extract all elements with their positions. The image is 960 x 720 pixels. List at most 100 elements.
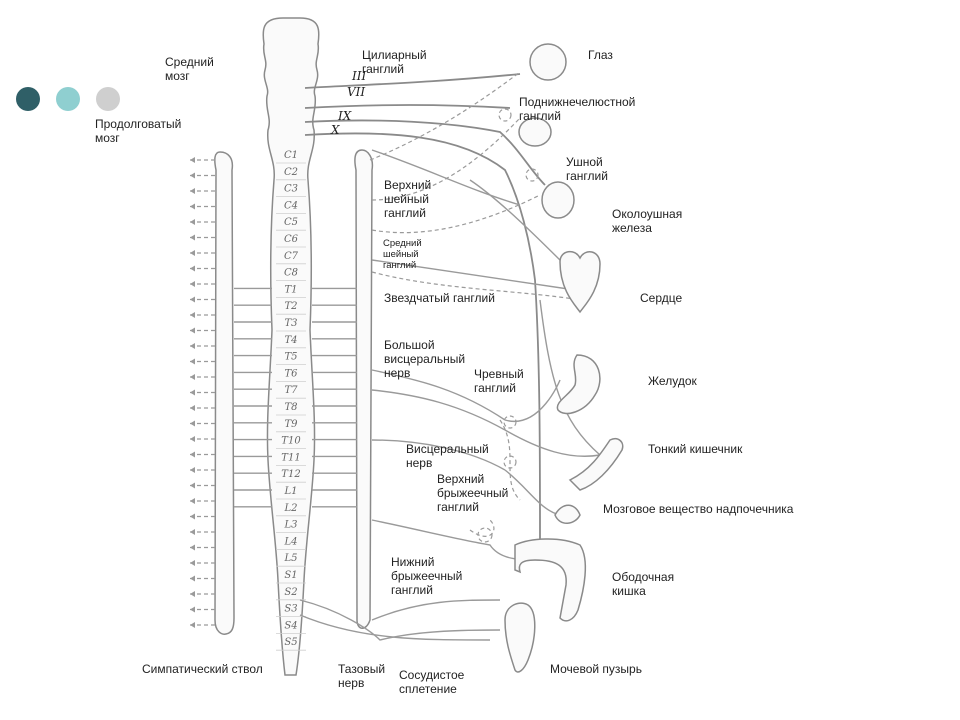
arrowhead-icon [190,281,195,287]
arrowhead-icon [190,575,195,582]
arrowhead-icon [190,622,195,628]
segment-label-t5: T5 [284,352,297,363]
label-middle-cervical-ganglion: Средний шейный ганглий [383,238,422,271]
nav-dot-1 [16,87,40,111]
label-sympathetic-trunk: Симпатический ствол [142,662,263,676]
arrowhead-icon [190,296,195,303]
segment-label-c1: C1 [284,150,298,161]
segment-label-t11: T11 [281,452,300,463]
label-ciliary-ganglion: Цилиарный ганглий [362,48,427,76]
arrowhead-icon [190,606,195,613]
segment-label-t10: T10 [281,436,301,447]
segment-label-s5: S5 [284,637,297,648]
label-bladder: Мочевой пузырь [550,662,642,676]
arrowhead-icon [190,529,195,535]
arrowhead-icon [190,513,195,520]
segment-label-s3: S3 [284,604,297,615]
nav-dot-3 [96,87,120,111]
arrowhead-icon [190,374,195,380]
arrowhead-icon [190,188,195,194]
adrenal-organ [554,504,581,524]
arrowhead-icon [190,327,195,334]
arrowhead-icon [190,451,195,458]
cranial-nerve-ix: IX [337,109,352,123]
cranial-nerve-iii: III [351,69,366,83]
segment-label-t9: T9 [284,419,298,430]
label-midbrain: Средний мозг [165,55,214,83]
cranial-nerve-vii: VII [347,85,365,99]
segment-label-l3: L3 [283,520,297,531]
segment-label-l4: L4 [283,536,297,547]
arrowhead-icon [190,467,195,473]
segment-label-t7: T7 [284,385,298,396]
rami-lines [234,287,357,508]
heart-organ [559,250,601,314]
left-output-arrows [190,157,215,628]
segment-label-l2: L2 [283,503,297,514]
segment-label-c8: C8 [284,268,298,279]
nerve-line-x [304,132,541,541]
label-splanchnic-nerve: Висцеральный нерв [406,442,489,470]
left-sympathetic-chain [214,151,235,635]
arrowhead-icon [190,560,195,566]
segment-label-t2: T2 [284,301,297,312]
label-stomach: Желудок [648,374,697,388]
nerve-line-iii [304,73,521,89]
segment-label-c7: C7 [284,251,299,262]
label-superior-cervical-ganglion: Верхний шейный ганглий [384,178,432,220]
segment-label-l5: L5 [283,553,297,564]
small-intestine-organ [568,438,624,491]
label-colon: Ободочная кишка [612,570,675,598]
spinal-cord [262,17,320,676]
arrowhead-icon [190,234,195,241]
segment-labels: C1C2C3C4C5C6C7C8T1T2T3T4T5T6T7T8T9T10T11… [276,150,306,651]
segment-label-l1: L1 [283,486,297,497]
label-inferior-mesenteric-ganglion: Нижний брыжеечный ганглий [391,555,463,597]
arrowhead-icon [190,358,195,365]
arrowhead-icon [190,343,195,349]
arrowhead-icon [190,250,195,256]
label-submandibular-ganglion: Поднижнечелюстной ганглий [519,95,636,123]
segment-label-s1: S1 [284,570,297,581]
eye-organ [529,43,567,81]
bladder-organ [504,602,536,673]
arrowhead-icon [190,420,195,427]
segment-label-c3: C3 [284,184,298,195]
label-stellate-ganglion: Звездчатый ганглий [384,291,495,305]
label-pelvic-nerve: Тазовый нерв [338,662,386,690]
segment-label-c2: C2 [284,167,298,178]
right-sympathetic-chain [354,149,374,629]
label-eye: Глаз [588,48,613,62]
nerve-line-ix [304,119,546,186]
label-vascular-plexus: Сосудистое сплетение [399,668,465,696]
label-adrenal-medulla: Мозговое вещество надпочечника [603,502,794,516]
arrowhead-icon [190,482,195,489]
segment-label-t3: T3 [284,318,297,329]
stomach-organ [556,354,601,415]
segment-label-c5: C5 [284,217,298,228]
arrowhead-icon [190,436,195,442]
cranial-nerve-x: X [330,123,340,137]
label-heart: Сердце [640,291,683,305]
nav-dot-2 [56,87,80,111]
segment-label-s4: S4 [284,620,297,631]
arrowhead-icon [190,544,195,551]
segment-label-c4: C4 [284,200,298,211]
arrowhead-icon [190,591,195,597]
arrowhead-icon [190,265,195,272]
label-parotid-gland: Околоушная железа [612,207,683,235]
arrowhead-icon [190,219,195,225]
label-otic-ganglion: Ушной ганглий [566,155,608,183]
arrowhead-icon [190,405,195,411]
segment-label-c6: C6 [284,234,299,245]
arrowhead-icon [190,312,195,318]
segment-label-s2: S2 [284,587,297,598]
label-greater-splanchnic-nerve: Большой висцеральный нерв [384,338,466,380]
segment-label-t8: T8 [284,402,297,413]
segment-label-t12: T12 [281,469,300,480]
arrowhead-icon [190,172,195,179]
colon-organ [514,538,587,622]
arrowhead-icon [190,389,195,396]
label-medulla: Продолговатый мозг [95,117,182,145]
